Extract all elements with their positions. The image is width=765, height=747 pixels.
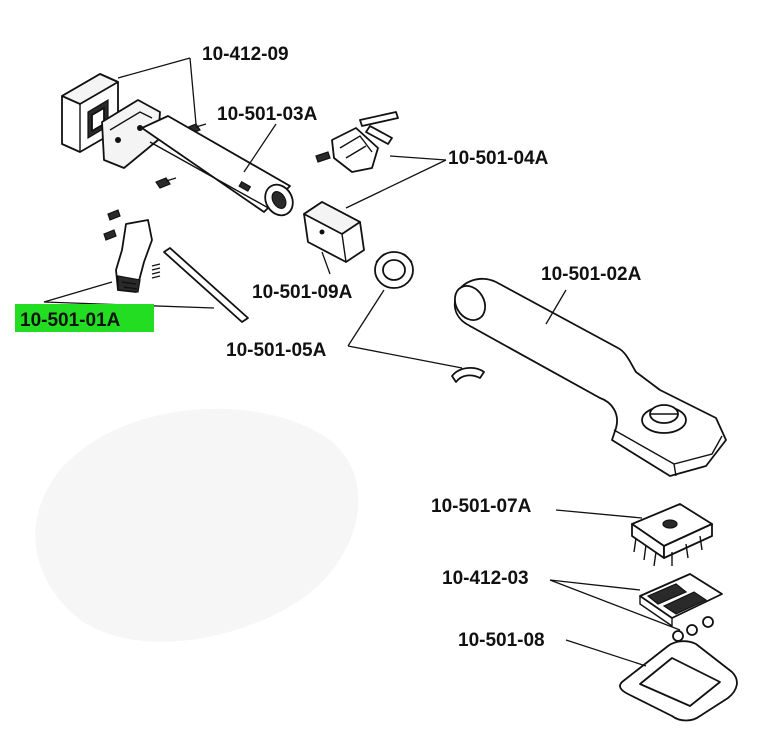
part-trigger-lever [103,209,153,293]
label-10-501-08: 10-501-08 [458,630,545,651]
leader-lines [43,57,681,667]
background-watermark-shape [35,408,359,642]
part-push-rod [163,247,249,323]
part-bushing [374,251,414,289]
label-10-412-03: 10-412-03 [442,568,529,589]
part-retaining-clip [451,367,485,383]
part-coupling-block [303,201,365,263]
label-10-412-09: 10-412-09 [202,44,289,65]
label-10-501-02A: 10-501-02A [541,264,642,285]
part-spring [151,263,161,279]
part-screw-lower [155,177,177,189]
part-base-pad [619,640,738,722]
part-nuts [672,616,714,642]
highlight-box [15,304,154,332]
label-10-501-03A: 10-501-03A [217,104,318,125]
label-10-501-01A: 10-501-01A [20,310,121,331]
part-small-pin [315,151,331,163]
label-10-501-05A: 10-501-05A [226,340,327,361]
part-pad-set [639,573,723,628]
label-10-501-04A: 10-501-04A [448,148,549,169]
label-10-501-09A: 10-501-09A [252,282,353,303]
part-handle [453,277,727,477]
label-10-501-07A: 10-501-07A [431,496,532,517]
part-pivot-clip [331,111,399,173]
part-main-tube [141,115,294,217]
part-cleat-plate [631,503,713,567]
